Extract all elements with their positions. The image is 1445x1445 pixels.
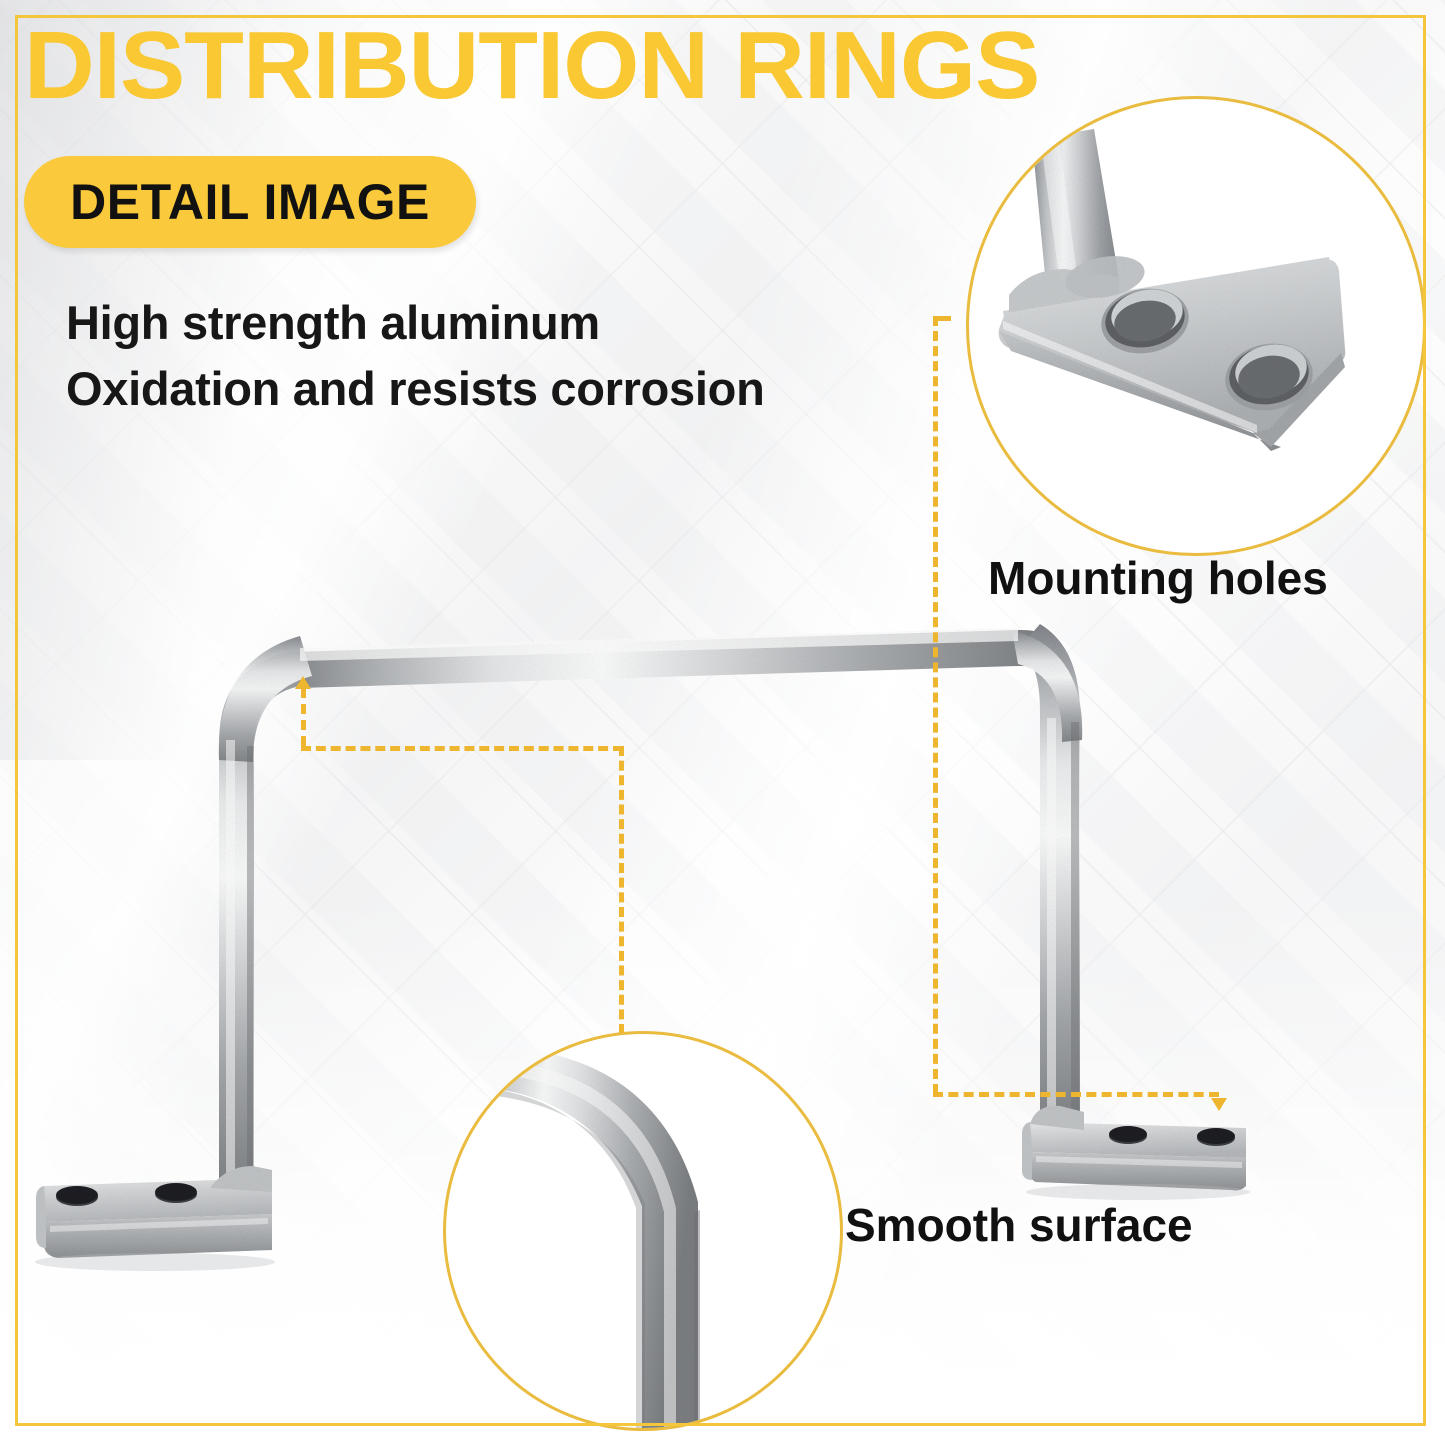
- feature-headline: High strength aluminum Oxidation and res…: [66, 290, 946, 422]
- callout-label-mounting-holes: Mounting holes: [988, 552, 1328, 604]
- headline-line-2: Oxidation and resists corrosion: [66, 362, 765, 415]
- product-left-foot: [36, 1166, 272, 1258]
- detail-circle-mounting-foot: [966, 96, 1426, 556]
- product-tube: [218, 624, 1083, 1188]
- background-left-shade: [0, 0, 300, 760]
- detail-circle-tube-bend: [443, 1031, 843, 1431]
- tube-bend-detail-art: [468, 1046, 700, 1428]
- mounting-foot-detail-art: [998, 129, 1346, 451]
- detail-image-badge: DETAIL IMAGE: [24, 156, 476, 248]
- page-title: DISTRIBUTION RINGS: [24, 12, 1040, 119]
- detail-image-badge-label: DETAIL IMAGE: [70, 174, 430, 230]
- headline-line-1: High strength aluminum: [66, 296, 600, 349]
- callout-label-smooth-surface: Smooth surface: [845, 1199, 1193, 1251]
- product-right-foot: [1022, 1105, 1246, 1191]
- right-foot-shadow: [1026, 1184, 1250, 1200]
- left-foot-shadow: [35, 1253, 275, 1271]
